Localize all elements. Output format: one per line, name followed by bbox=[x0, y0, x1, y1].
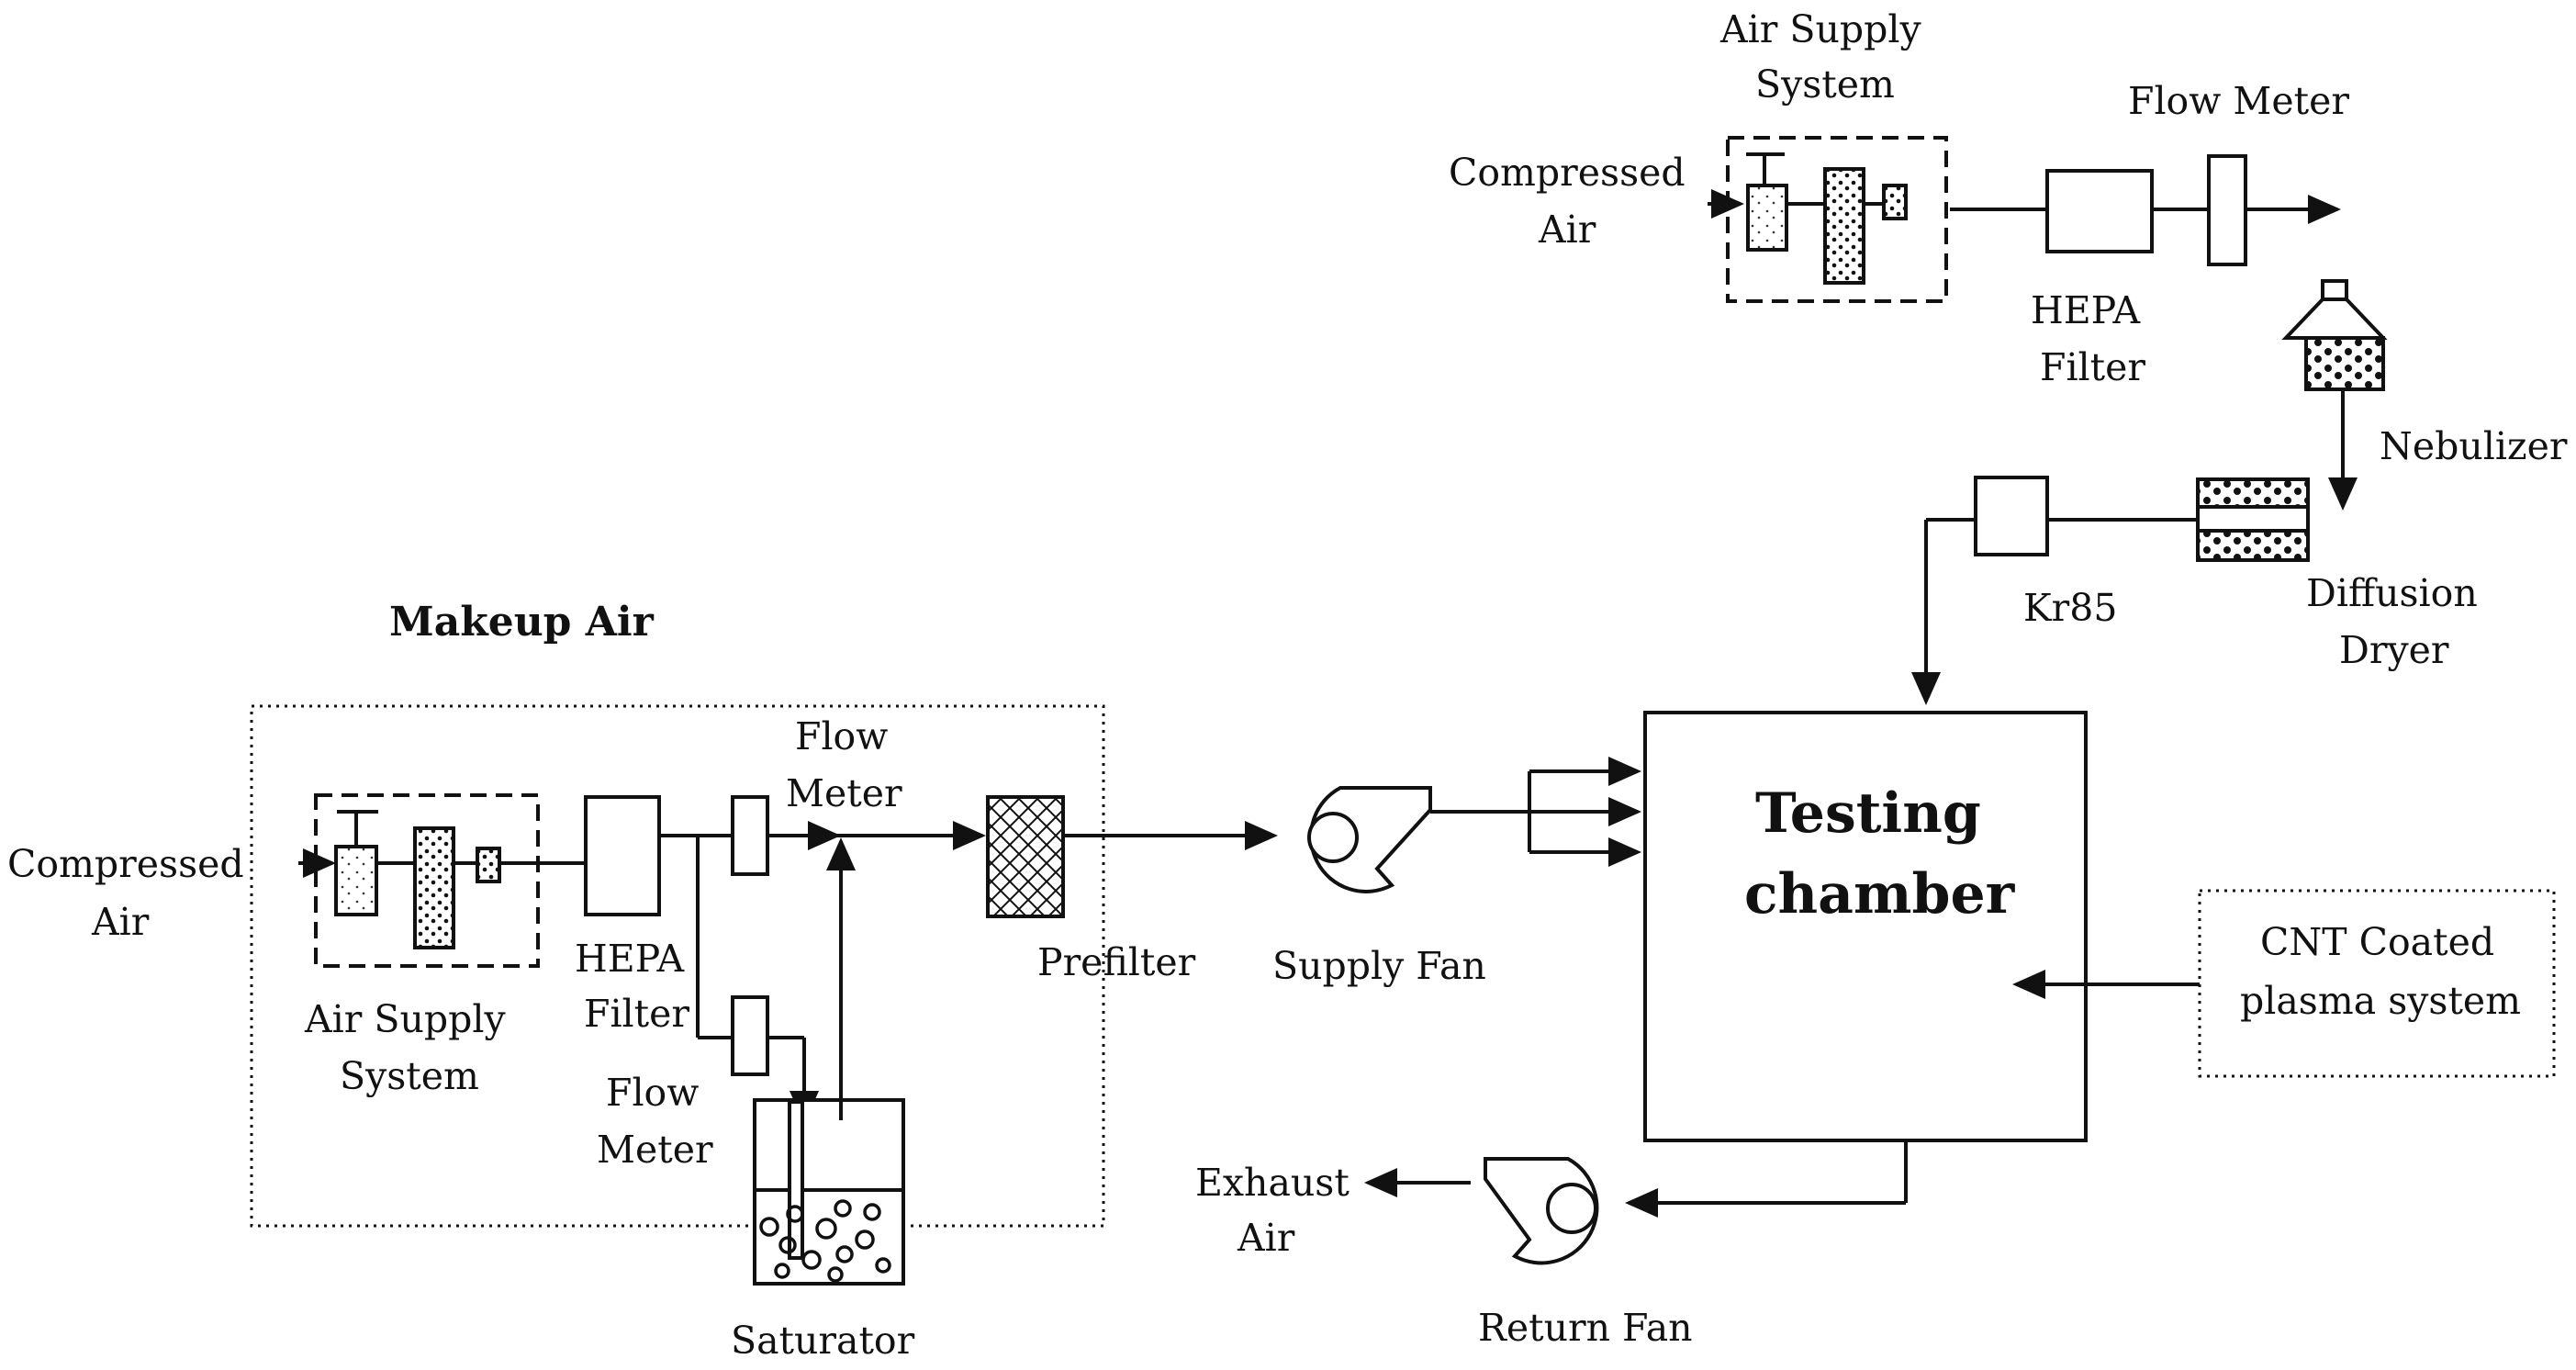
exhaust-air-label-2: Air bbox=[1237, 1216, 1295, 1260]
testing-chamber-label-2: chamber bbox=[1744, 862, 2016, 926]
saturator-label: Saturator bbox=[731, 1319, 915, 1363]
air-supply-system-top bbox=[1726, 136, 1948, 303]
filter-cartridge-icon bbox=[1882, 184, 1908, 220]
filter-cartridge-icon bbox=[1823, 167, 1865, 285]
flow-meter-a bbox=[731, 795, 769, 876]
diffusion-dryer bbox=[2196, 477, 2310, 562]
air-supply-system-left bbox=[314, 793, 540, 968]
exhaust-air-label: Exhaust bbox=[1195, 1161, 1350, 1205]
filter-cartridge-icon bbox=[476, 847, 501, 883]
testing-chamber-label: Testing bbox=[1755, 781, 1981, 846]
cnt-plasma-system-label-2: plasma system bbox=[2240, 979, 2521, 1023]
air-supply-system-left-label-2: System bbox=[340, 1054, 479, 1098]
makeup-air-title: Makeup Air bbox=[389, 599, 655, 646]
prefilter-label: Prefilter bbox=[1037, 940, 1196, 984]
prefilter bbox=[986, 795, 1065, 918]
compressed-air-left-label: Compressed bbox=[7, 842, 244, 886]
nebulizer bbox=[2281, 279, 2388, 391]
air-supply-system-top-label-2: System bbox=[1755, 62, 1895, 107]
testing-chamber bbox=[1643, 711, 2088, 1142]
flow-meter-b-label-2: Meter bbox=[597, 1128, 713, 1172]
bubble-icon bbox=[759, 1199, 891, 1283]
pressure-regulator-icon bbox=[1746, 152, 1788, 252]
flow-meter-top bbox=[2207, 154, 2247, 266]
kr85-neutralizer bbox=[1974, 476, 2049, 556]
flow-meter-a-label-2: Meter bbox=[786, 771, 902, 815]
cnt-plasma-system bbox=[2198, 889, 2556, 1078]
flow-meter-a-label: Flow bbox=[795, 714, 888, 758]
diffusion-dryer-label-2: Dryer bbox=[2339, 628, 2449, 672]
hepa-filter-top bbox=[2045, 169, 2154, 253]
compressed-air-top-label-2: Air bbox=[1538, 208, 1596, 252]
compressed-air-top-label: Compressed bbox=[1449, 151, 1686, 195]
hepa-filter-left-label: HEPA bbox=[575, 937, 686, 981]
hepa-filter-left bbox=[584, 795, 661, 916]
kr85-label: Kr85 bbox=[2023, 586, 2117, 630]
air-supply-system-left-label: Air Supply bbox=[304, 997, 506, 1041]
flow-meter-b bbox=[731, 995, 769, 1076]
diffusion-dryer-label: Diffusion bbox=[2306, 571, 2478, 615]
air-supply-system-top-label: Air Supply bbox=[1719, 7, 1921, 51]
flow-meter-b-label: Flow bbox=[606, 1071, 699, 1115]
nebulizer-label: Nebulizer bbox=[2380, 424, 2568, 468]
hepa-filter-left-label-2: Filter bbox=[584, 992, 689, 1036]
compressed-air-left-label-2: Air bbox=[91, 900, 150, 944]
centrifugal-fan-icon bbox=[1484, 1157, 1599, 1265]
filter-cartridge-icon bbox=[413, 826, 455, 949]
cnt-plasma-system-label: CNT Coated bbox=[2260, 920, 2494, 964]
centrifugal-fan-icon bbox=[1307, 786, 1432, 893]
pressure-regulator-icon bbox=[334, 810, 378, 916]
saturator bbox=[753, 1098, 905, 1286]
supply-fan-label: Supply Fan bbox=[1272, 944, 1486, 988]
hepa-filter-top-label: HEPA bbox=[2031, 288, 2142, 332]
flow-meter-top-label: Flow Meter bbox=[2128, 79, 2349, 123]
hepa-filter-top-label-2: Filter bbox=[2040, 345, 2145, 389]
return-fan-label: Return Fan bbox=[1478, 1306, 1693, 1350]
